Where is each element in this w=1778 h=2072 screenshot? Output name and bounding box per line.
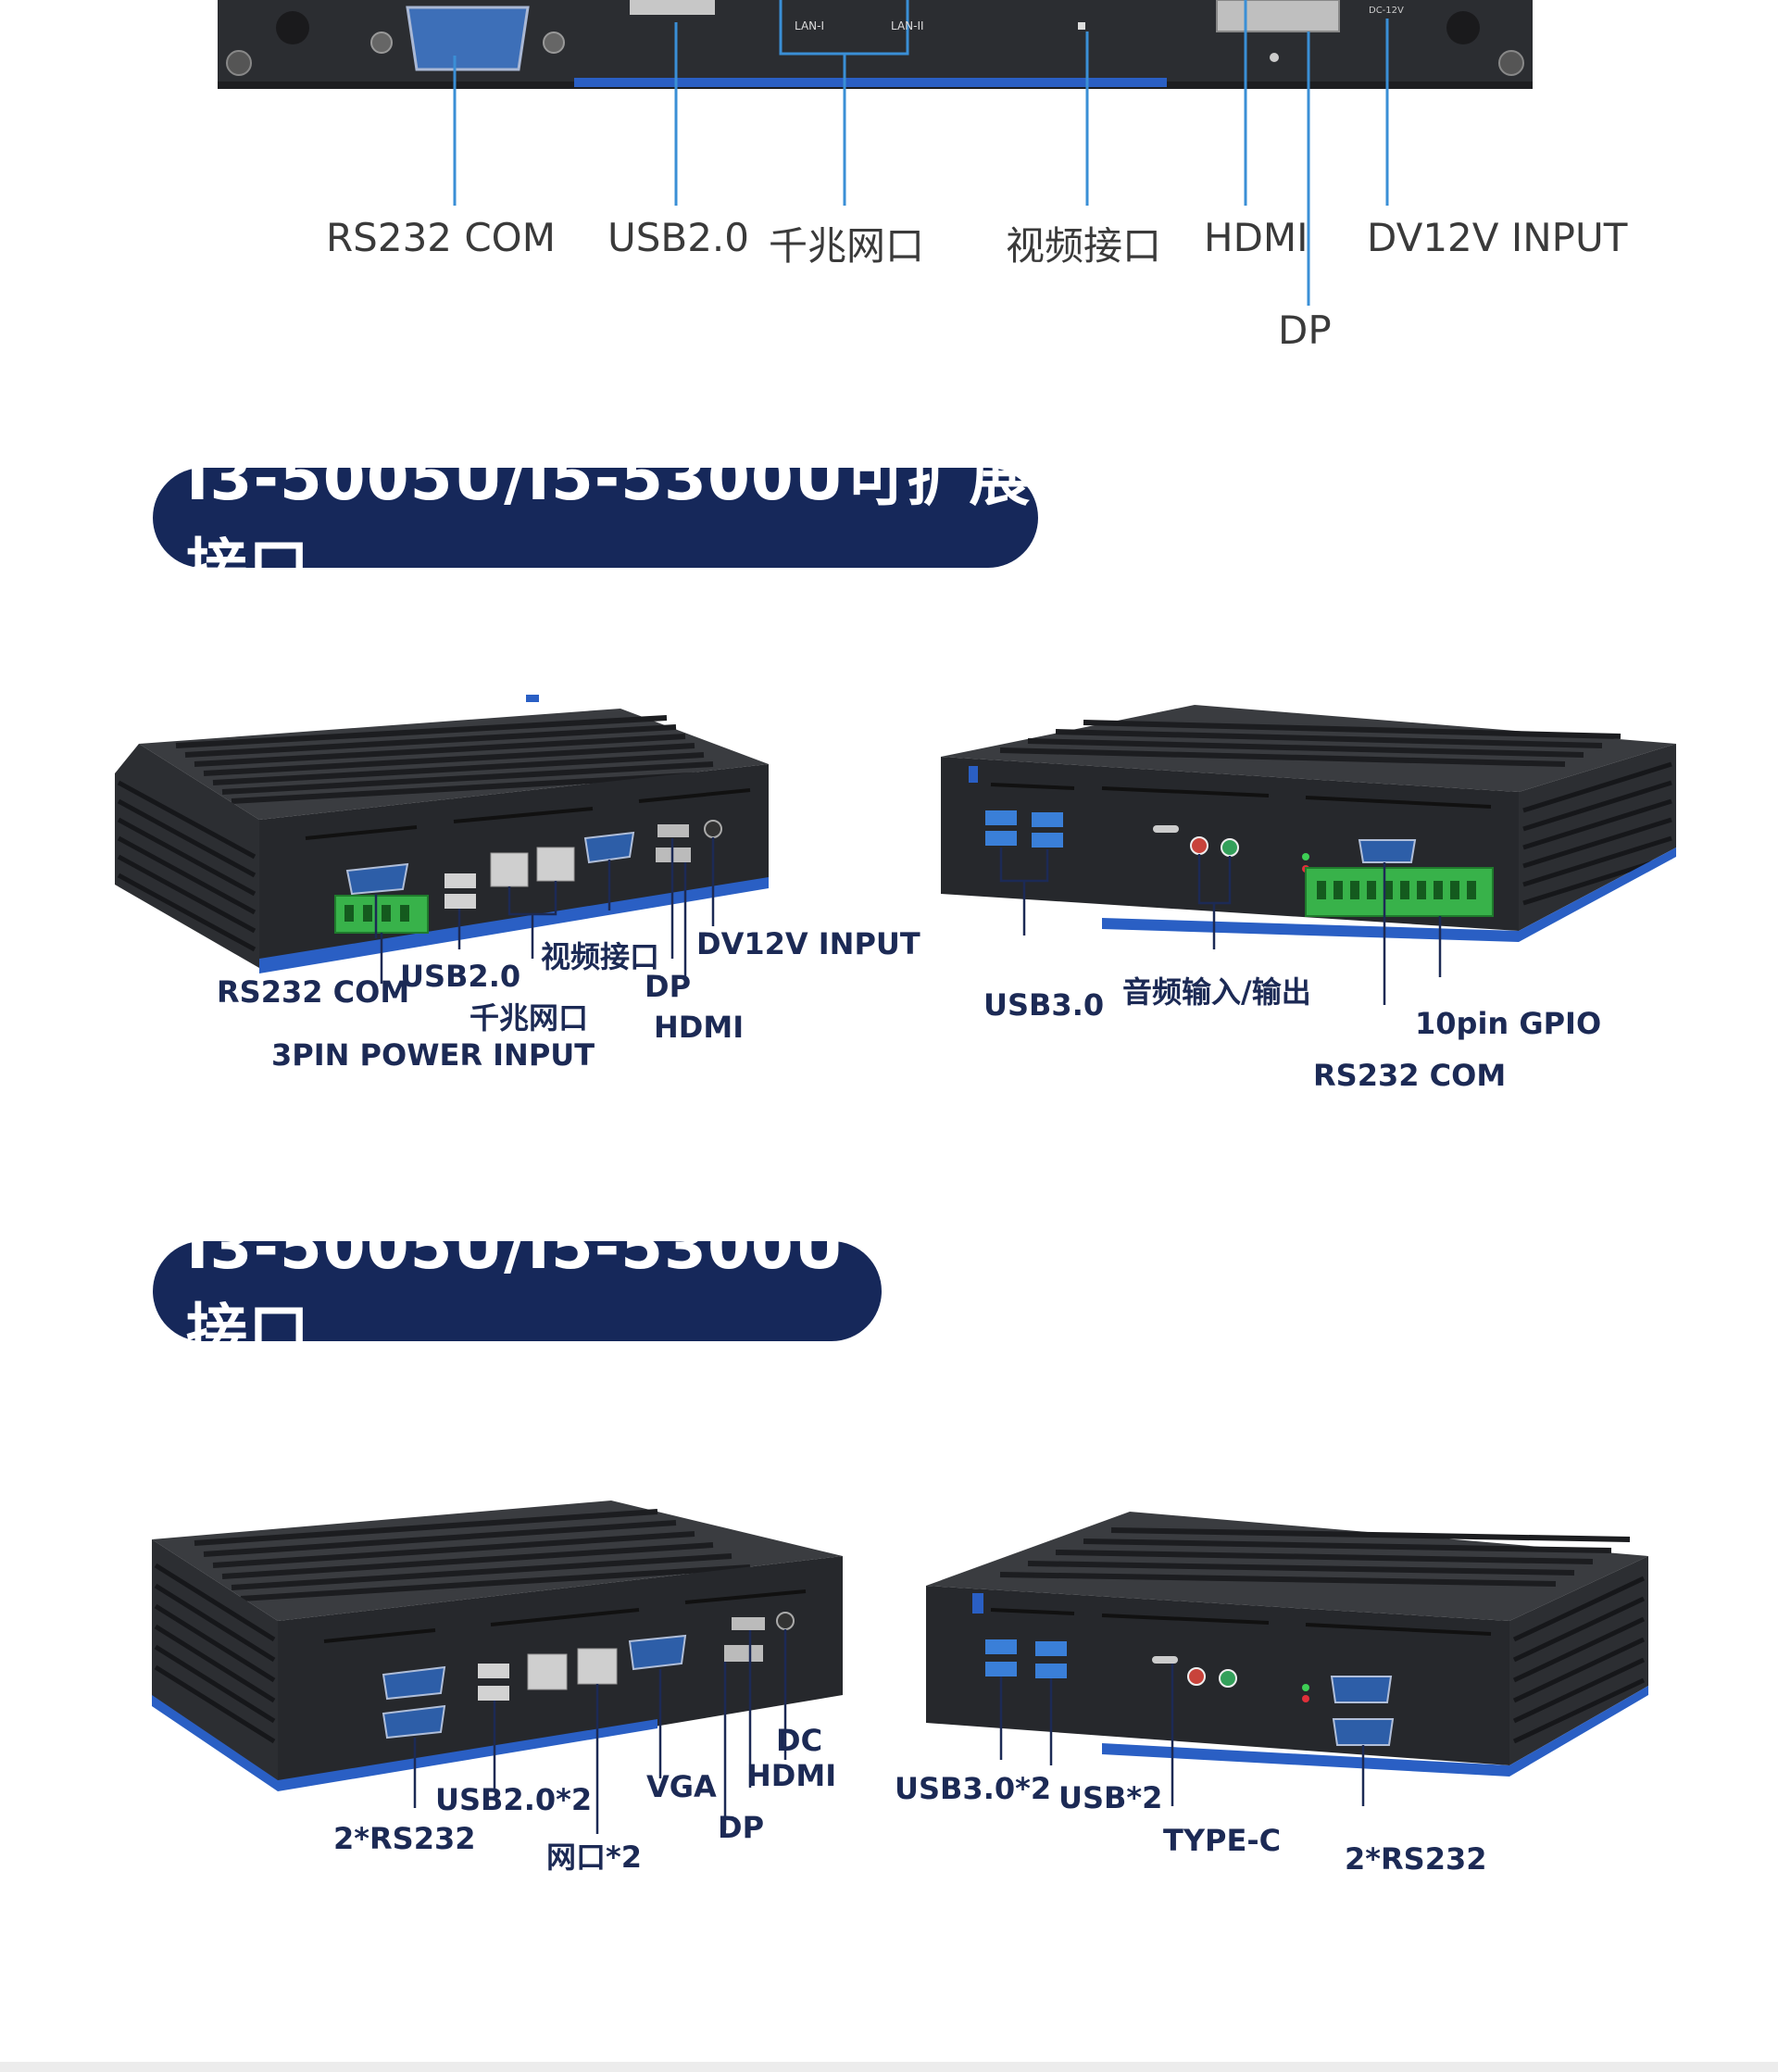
- s2r-label-usb: USB*2: [1058, 1780, 1163, 1815]
- s2f-label-lan: 网口*2: [546, 1840, 643, 1875]
- usb3-port-icon: [985, 1662, 1017, 1676]
- lan-port-icon: [536, 847, 575, 882]
- section1-title: I3-5005U/I5-5300U可扩展接口: [153, 443, 1038, 603]
- rs232-port-icon: [406, 6, 530, 71]
- top-label-rs232: RS232 COM: [326, 215, 556, 260]
- s1r-label-gpio: 10pin GPIO: [1415, 1006, 1602, 1041]
- top-label-video: 视频接口: [1006, 223, 1162, 269]
- usb-port-icon: [444, 894, 476, 909]
- rs232-port-icon: [1358, 839, 1417, 863]
- screw-icon: [1498, 50, 1524, 76]
- usb3-port-icon: [1032, 812, 1063, 827]
- s1f-label-dc: DV12V INPUT: [696, 926, 920, 961]
- s1f-label-lan: 千兆网口: [470, 1000, 589, 1036]
- s2f-label-dc: DC: [776, 1723, 823, 1758]
- audio-out-icon: [1221, 838, 1239, 857]
- typec-port-icon: [1153, 825, 1179, 833]
- svg-text:DC-12V: DC-12V: [1369, 6, 1404, 16]
- top-label-usb: USB2.0: [607, 215, 750, 260]
- s1f-label-power: 3PIN POWER INPUT: [271, 1037, 595, 1073]
- rear-device-illustration: [941, 705, 1676, 1016]
- rs232-port-icon: [345, 862, 409, 896]
- rs232-port-icon: [382, 1704, 446, 1739]
- hdmi-port-icon: [732, 1617, 765, 1630]
- s1r-label-usb3: USB3.0: [983, 987, 1105, 1023]
- s1f-label-video: 视频接口: [541, 939, 660, 974]
- s2r-label-rs232: 2*RS232: [1345, 1841, 1487, 1877]
- audio-in-icon: [1187, 1667, 1206, 1686]
- s1f-label-hdmi: HDMI: [654, 1010, 745, 1045]
- s2f-label-hdmi: HDMI: [746, 1758, 837, 1793]
- top-label-dc: DV12V INPUT: [1367, 215, 1628, 260]
- hdmi-port-icon: [1216, 0, 1340, 32]
- s1f-label-rs232: RS232 COM: [217, 974, 410, 1010]
- vga-port-icon: [628, 1634, 687, 1671]
- section1-rear-device: [917, 699, 1695, 1016]
- usb-port-icon: [478, 1664, 509, 1678]
- screw-icon: [226, 50, 252, 76]
- rs232-port-icon: [382, 1665, 446, 1701]
- dp-port-icon: [657, 824, 689, 837]
- lan2-mark: LAN-II: [891, 19, 924, 32]
- usb3-port-icon: [985, 810, 1017, 825]
- section2-rear-device: [917, 1501, 1658, 1823]
- s1r-label-audio: 音频输入/输出: [1122, 974, 1311, 1010]
- usb-port-icon: [630, 0, 715, 15]
- lan-port-icon: [490, 852, 529, 887]
- lan-port-icon: [577, 1648, 618, 1685]
- section2-front-device: [139, 1482, 861, 1834]
- section2-title: I3-5005U/I5-5300U接口: [153, 1212, 882, 1368]
- rear-device-illustration-2: [926, 1512, 1648, 1823]
- screw-icon: [543, 31, 565, 54]
- top-device-illustration: LAN-I LAN-II DC-12V: [218, 0, 1533, 306]
- usb-port-icon: [478, 1686, 509, 1701]
- screw-icon: [370, 31, 393, 54]
- s2f-label-vga: VGA: [646, 1769, 717, 1804]
- usb3-port-icon: [985, 831, 1017, 846]
- audio-out-icon: [1219, 1669, 1237, 1688]
- s2f-label-dp: DP: [718, 1810, 765, 1845]
- usb3-port-icon: [1032, 833, 1063, 848]
- typec-port-icon: [1152, 1656, 1178, 1664]
- vga-port-icon: [583, 831, 635, 864]
- top-blue-strip: [574, 78, 1167, 87]
- usb3-port-icon: [1035, 1641, 1067, 1656]
- lan-port-icon: [527, 1653, 568, 1690]
- usb-port-icon: [444, 873, 476, 888]
- s2f-label-usb: USB2.0*2: [435, 1782, 593, 1817]
- dc-jack-icon: [776, 1612, 795, 1630]
- top-label-lan: 千兆网口: [769, 223, 925, 269]
- dp-port-icon: [724, 1645, 763, 1662]
- front-device-illustration: [115, 695, 769, 986]
- s2r-label-usb3: USB3.0*2: [895, 1771, 1052, 1806]
- s2f-label-rs232: 2*RS232: [333, 1821, 476, 1856]
- lan1-mark: LAN-I: [795, 19, 824, 32]
- usb3-port-icon: [1035, 1664, 1067, 1678]
- s1r-label-rs232: RS232 COM: [1313, 1058, 1507, 1093]
- dc-jack-icon: [704, 820, 722, 838]
- bottom-divider: [0, 2062, 1778, 2072]
- rs232-port-icon: [1332, 1718, 1395, 1746]
- section1-front-device: [102, 681, 898, 1070]
- top-label-dp: DP: [1278, 308, 1332, 353]
- usb3-port-icon: [985, 1639, 1017, 1654]
- top-label-hdmi: HDMI: [1204, 215, 1308, 260]
- s1f-label-usb: USB2.0: [400, 959, 521, 994]
- rs232-port-icon: [1330, 1676, 1393, 1703]
- front-device-illustration-2: [152, 1501, 843, 1834]
- s1f-label-dp: DP: [645, 969, 692, 1004]
- s2r-label-typec: TYPE-C: [1163, 1823, 1282, 1858]
- audio-in-icon: [1190, 836, 1208, 855]
- top-device-panel: LAN-I LAN-II DC-12V RS232 COM USB2.0 千兆网…: [0, 0, 1778, 370]
